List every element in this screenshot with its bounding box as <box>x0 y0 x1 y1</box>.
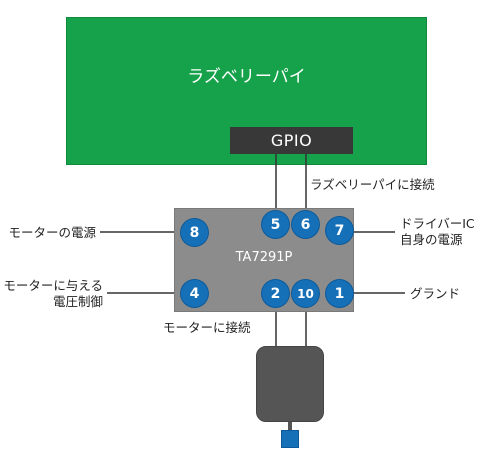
pin-6: 6 <box>292 211 319 238</box>
pin-5: 5 <box>262 211 289 238</box>
motor-shaft-neck <box>288 422 292 430</box>
driver-power-label-line1: ドライバーIC <box>400 216 475 231</box>
motor-voltage-label-line1: モーターに与える <box>3 278 103 293</box>
pin-1: 1 <box>326 280 353 307</box>
ground-label: グランド <box>410 286 461 301</box>
pin-7: 7 <box>326 217 353 244</box>
driver-ic-label: TA7291P <box>235 250 293 265</box>
motor-power-label: モーターの電源 <box>8 225 96 240</box>
raspi-connect-label: ラズベリーパイに接続 <box>310 177 435 192</box>
pin-4: 4 <box>181 280 208 307</box>
pin-2: 2 <box>262 280 289 307</box>
motor-shaft <box>281 430 299 448</box>
pin-10: 10 <box>292 280 319 307</box>
gpio-header: GPIO <box>230 127 353 154</box>
driver-power-label-line2: 自身の電源 <box>400 232 463 247</box>
motor-voltage-label-line2: 電圧制御 <box>52 294 103 309</box>
motor-connect-label: モーターに接続 <box>163 320 251 335</box>
raspberry-pi-label: ラズベリーパイ <box>187 67 306 87</box>
pin-8: 8 <box>181 219 208 246</box>
motor-body <box>256 346 324 422</box>
